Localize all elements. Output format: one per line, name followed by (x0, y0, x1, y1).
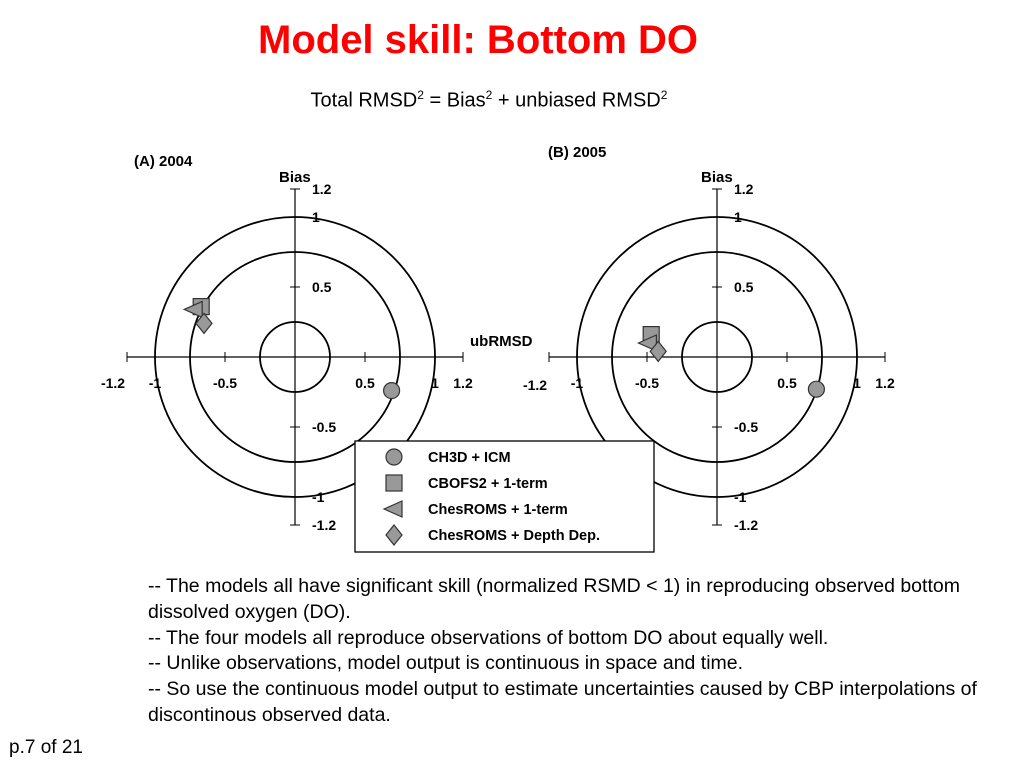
x-tick-label: -0.5 (213, 375, 237, 391)
target-diagram-b: -1.2 -1 -0.5 0.5 1 1.2 1.2 1 0.5 -0.5 -1 -1.2 (B) 20… (523, 144, 895, 533)
y-tick-label: 1 (734, 209, 742, 225)
y-tick-label: 0.5 (734, 279, 754, 295)
y-tick-label: 0.5 (312, 279, 332, 295)
y-tick-label: 1.2 (312, 181, 332, 197)
x-tick-label: 1.2 (453, 375, 473, 391)
x-tick-label: 1 (853, 375, 861, 391)
slide-title: Model skill: Bottom DO (258, 18, 698, 62)
legend-box (354, 440, 655, 553)
target-diagram-a: -1.2 -1 -0.5 0.5 1 1.2 1.2 1 0.5 -0.5 -1 -1.2 (A) 20… (101, 153, 533, 533)
x-tick-label: -1 (149, 375, 162, 391)
formula-part-bias: = Bias (423, 89, 486, 112)
y-axis-label: Bias (701, 169, 733, 186)
y-axis-label: Bias (279, 169, 311, 186)
notes: -- The models all have significant skill… (148, 574, 988, 729)
x-tick-label: 1.2 (875, 375, 895, 391)
formula-sup-total: 2 (417, 88, 424, 102)
point-circle (807, 380, 826, 398)
point-circle (383, 382, 401, 400)
panel-title: (A) 2004 (134, 153, 193, 170)
legend-marker-triangle-left (382, 500, 403, 518)
x-tick-label: 1 (431, 375, 439, 391)
point-triangle-left (182, 300, 203, 319)
legend-marker-diamond (385, 524, 403, 546)
y-tick-label: 1.2 (734, 181, 754, 197)
legend-marker-square (385, 474, 403, 492)
x-tick-label: 0.5 (355, 375, 375, 391)
y-tick-label: -0.5 (734, 419, 758, 435)
y-tick-label: -1.2 (312, 517, 336, 533)
y-tick-label: -0.5 (312, 419, 336, 435)
y-tick-label: -1 (734, 489, 747, 505)
formula-sup-bias: 2 (485, 88, 493, 102)
panel-title: (B) 2005 (548, 144, 606, 161)
legend-label: CBOFS2 + 1-term (428, 476, 548, 492)
point-diamond (195, 312, 213, 335)
y-tick-label: -1.2 (734, 517, 758, 533)
note-line: -- So use the continuous model output to… (148, 678, 977, 726)
legend-label: ChesROMS + Depth Dep. (428, 528, 600, 544)
formula-part-total: Total RMSD (310, 89, 418, 112)
x-tick-label: -0.5 (635, 375, 659, 391)
formula-part-unbiased: + unbiased RMSD (492, 89, 661, 112)
x-axis-label: ubRMSD (470, 333, 533, 350)
x-tick-label: -1.2 (523, 377, 547, 393)
y-tick-label: -1 (312, 489, 325, 505)
note-line: -- Unlike observations, model output is … (148, 652, 744, 675)
note-line: -- The models all have significant skill… (148, 575, 960, 623)
rmsd-formula: Total RMSD2 = Bias2 + unbiased RMSD2 (0, 88, 978, 113)
formula-sup-unbiased: 2 (660, 88, 668, 102)
legend-label: CH3D + ICM (428, 450, 511, 466)
y-tick-label: 1 (312, 209, 320, 225)
legend-marker-circle (385, 448, 403, 466)
x-tick-label: -1.2 (101, 375, 125, 391)
point-diamond (649, 340, 667, 363)
x-tick-label: -1 (571, 375, 584, 391)
legend-label: ChesROMS + 1-term (428, 502, 568, 518)
note-line: -- The four models all reproduce observa… (148, 626, 829, 649)
page-number: p.7 of 21 (9, 737, 83, 758)
x-tick-label: 0.5 (777, 375, 797, 391)
